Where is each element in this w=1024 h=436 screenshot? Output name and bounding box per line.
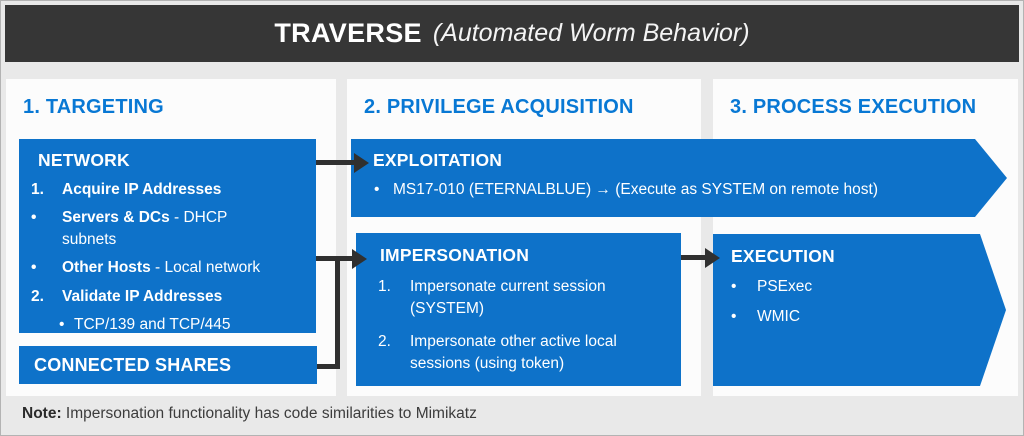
page-subtitle: (Automated Worm Behavior) bbox=[432, 19, 750, 47]
exploitation-title: EXPLOITATION bbox=[373, 150, 503, 170]
list-marker: 2. bbox=[378, 332, 391, 350]
page-title: TRAVERSE bbox=[274, 18, 422, 48]
list-marker: 1. bbox=[31, 181, 44, 198]
note-label: Note: bbox=[22, 405, 62, 422]
list-marker: • bbox=[31, 209, 37, 227]
list-item: 1. Impersonate current session (SYSTEM) bbox=[378, 276, 667, 321]
column-heading-process-execution: 3. PROCESS EXECUTION bbox=[730, 96, 977, 118]
arrowhead-icon bbox=[705, 248, 720, 268]
list-marker: • bbox=[731, 278, 737, 295]
title-bar: TRAVERSE (Automated Worm Behavior) bbox=[5, 5, 1019, 62]
list-text: Impersonate other active local sessions … bbox=[410, 332, 617, 373]
arrowhead-icon bbox=[354, 153, 369, 173]
impersonation-title: IMPERSONATION bbox=[380, 245, 530, 265]
list-marker: • bbox=[374, 181, 380, 198]
column-heading-privilege-acquisition: 2. PRIVILEGE ACQUISITION bbox=[364, 96, 634, 118]
list-item: • Other Hosts - Local network bbox=[31, 257, 308, 278]
list-text: WMIC bbox=[757, 308, 801, 326]
network-box-title: NETWORK bbox=[38, 150, 130, 170]
connector-shares-elbow-vertical bbox=[335, 256, 340, 369]
list-item: • MS17-010 (ETERNALBLUE) → (Execute as S… bbox=[373, 179, 957, 200]
list-item: 1. Acquire IP Addresses bbox=[31, 179, 308, 200]
list-marker: 1. bbox=[378, 278, 391, 295]
list-marker: • bbox=[731, 308, 737, 326]
list-item: • TCP/139 and TCP/445 bbox=[59, 314, 308, 335]
list-item: 2. Validate IP Addresses bbox=[31, 286, 308, 307]
connected-shares-title: CONNECTED SHARES bbox=[34, 354, 232, 375]
network-box: NETWORK 1. Acquire IP Addresses • Server… bbox=[19, 139, 316, 333]
note-text: Impersonation functionality has code sim… bbox=[61, 405, 477, 422]
list-text: TCP/139 and TCP/445 bbox=[74, 315, 231, 333]
list-text: Validate IP Addresses bbox=[62, 287, 223, 305]
list-item: 2. Impersonate other active local sessio… bbox=[378, 331, 667, 376]
list-marker: 2. bbox=[31, 287, 44, 305]
arrowhead-icon bbox=[352, 249, 367, 269]
column-heading-targeting: 1. TARGETING bbox=[23, 96, 164, 118]
connected-shares-box: CONNECTED SHARES bbox=[19, 346, 317, 384]
list-text: Impersonate current session (SYSTEM) bbox=[410, 278, 606, 318]
list-item: • WMIC bbox=[729, 306, 976, 327]
list-item: • Servers & DCs - DHCP subnets bbox=[31, 207, 308, 250]
list-text: PSExec bbox=[757, 278, 813, 295]
execution-title: EXECUTION bbox=[731, 246, 835, 266]
connector-network-to-exploitation bbox=[316, 160, 358, 165]
list-text: Acquire IP Addresses bbox=[62, 181, 222, 198]
connector-impersonation-to-execution bbox=[681, 255, 709, 260]
list-text: Other Hosts - Local network bbox=[62, 259, 261, 277]
connector-shares-elbow-horizontal bbox=[317, 364, 340, 369]
list-item: • PSExec bbox=[729, 276, 976, 297]
exploitation-box: EXPLOITATION • MS17-010 (ETERNALBLUE) → … bbox=[351, 139, 1007, 217]
list-marker: • bbox=[59, 315, 65, 333]
list-marker: • bbox=[31, 259, 37, 277]
footer-note: Note: Impersonation functionality has co… bbox=[22, 405, 477, 423]
impersonation-box: IMPERSONATION 1. Impersonate current ses… bbox=[356, 233, 681, 386]
list-text: MS17-010 (ETERNALBLUE) → (Execute as SYS… bbox=[393, 181, 878, 198]
list-text: Servers & DCs - DHCP subnets bbox=[62, 209, 228, 248]
execution-box: EXECUTION • PSExec • WMIC bbox=[713, 234, 1006, 386]
